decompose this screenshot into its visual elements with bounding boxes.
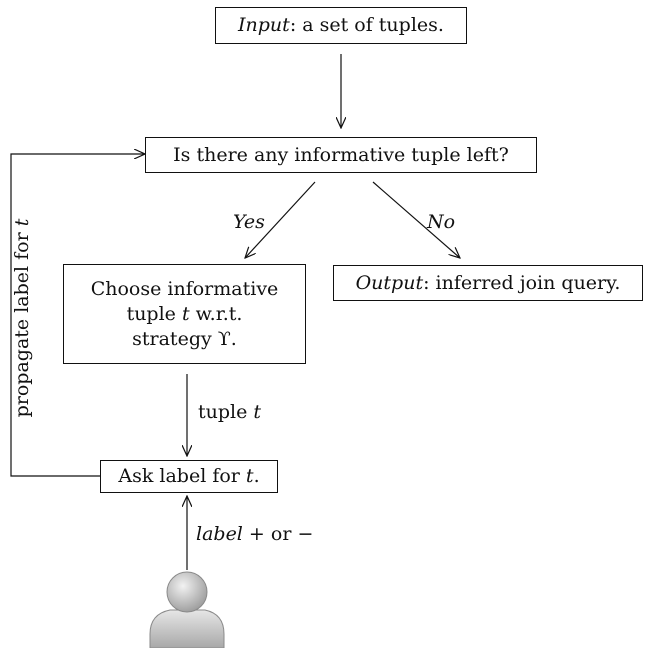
arrow-yes [245, 181, 316, 258]
arrow-no [372, 181, 460, 258]
ask-box: Ask label for t. [100, 460, 278, 493]
ask-text: Ask label for [118, 465, 246, 487]
propagate-text: propagate label for [11, 226, 33, 418]
input-text: : a set of tuples. [289, 14, 444, 36]
tuple-label: tuple t [198, 401, 261, 423]
choose-line-3: strategy ϒ. [132, 327, 237, 350]
propagate-var: t [11, 218, 33, 227]
output-box: Output: inferred join query. [333, 265, 643, 301]
label-edge-text: + or − [242, 523, 314, 545]
user-icon [149, 571, 225, 648]
question-text: Is there any informative tuple left? [173, 143, 509, 166]
label-edge-italic: label [196, 523, 243, 545]
yes-label: Yes [233, 211, 265, 233]
choose-var-t: t [181, 302, 190, 325]
choose-box: Choose informative tuple t w.r.t. strate… [63, 264, 306, 364]
choose-line-2a: tuple [126, 302, 182, 325]
choose-line-1: Choose informative [90, 277, 279, 300]
choose-line-2b: w.r.t. [189, 302, 243, 325]
no-label: No [427, 211, 456, 233]
tuple-label-text: tuple [198, 401, 254, 423]
output-italic-label: Output [355, 271, 424, 294]
tuple-label-var: t [253, 401, 262, 423]
output-text: : inferred join query. [423, 271, 621, 294]
propagate-label: propagate label for t [11, 219, 33, 418]
input-box: Input: a set of tuples. [215, 7, 467, 44]
question-box: Is there any informative tuple left? [145, 137, 537, 173]
ask-var-t: t [245, 465, 254, 487]
arrow-propagate [10, 154, 145, 477]
label-edge: label + or − [196, 523, 313, 545]
input-italic-label: Input [238, 14, 290, 36]
ask-end: . [253, 465, 260, 487]
